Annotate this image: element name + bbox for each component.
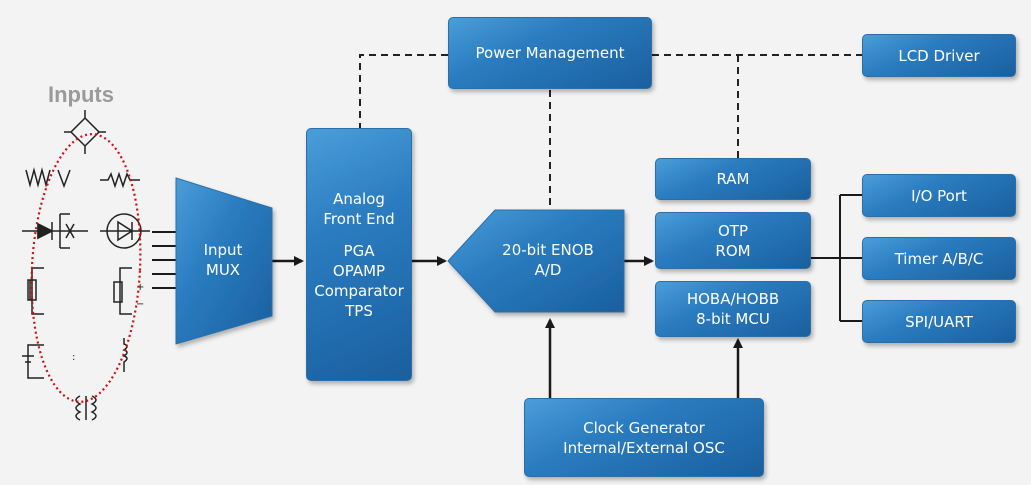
spi-uart-block: SPI/UART (862, 300, 1016, 343)
colon-mark: : (72, 352, 75, 363)
inputs-grouping-ellipse (30, 133, 142, 403)
ram-block: RAM (655, 158, 811, 200)
power-management-block: Power Management (448, 17, 652, 89)
bridge-sensor-icon (64, 110, 106, 154)
dashed-line-power-to-afe (359, 54, 448, 128)
ad-label: 20-bit ENOB A/D (478, 240, 618, 280)
resistor-icon (100, 171, 140, 189)
rom-label: ROM (715, 241, 751, 260)
afe-line-tps: TPS (345, 301, 373, 320)
battery-icon (22, 344, 44, 379)
afe-line-opamp: OPAMP (332, 261, 386, 280)
diode-icon (22, 213, 88, 249)
input-mux-block (175, 177, 273, 345)
ad-line-1: 20-bit ENOB (502, 241, 594, 259)
otp-label: OTP (717, 221, 748, 240)
afe-line-pga: PGA (343, 241, 375, 260)
mcu-line-1: HOBA/HOBB (686, 290, 780, 308)
timer-block: Timer A/B/C (862, 237, 1016, 280)
minus-sign: − (136, 299, 144, 310)
afe-line-1: Analog (333, 189, 385, 208)
bus-line-mcu-to-peripherals (811, 194, 862, 322)
spi-uart-label: SPI/UART (905, 312, 973, 331)
io-port-label: I/O Port (911, 186, 967, 205)
mcu-line-2: 8-bit MCU (696, 310, 770, 328)
ad-converter-block (447, 209, 625, 313)
lcd-driver-label: LCD Driver (898, 46, 980, 65)
dashed-power-lines (359, 54, 862, 210)
afe-line-2: Front End (323, 209, 395, 228)
timer-label: Timer A/B/C (894, 249, 984, 268)
mcu-block: HOBA/HOBB 8-bit MCU (655, 281, 811, 337)
clock-line-2: Internal/External OSC (563, 438, 725, 457)
afe-line-comparator: Comparator (314, 281, 404, 300)
clock-generator-block: Clock Generator Internal/External OSC (524, 398, 764, 477)
io-port-block: I/O Port (862, 174, 1016, 217)
ad-line-2: A/D (534, 261, 562, 279)
input-mux-line-1: Input (203, 241, 243, 259)
ram-label: RAM (716, 170, 750, 188)
mux-input-lines (152, 231, 176, 289)
input-sensor-symbols (22, 110, 150, 421)
power-management-label: Power Management (475, 44, 625, 62)
clock-line-1: Clock Generator (583, 418, 705, 437)
thermocouple-icon (25, 167, 71, 189)
transformer-icon (75, 395, 97, 421)
analog-front-end-block: Analog Front End PGA OPAMP Comparator TP… (306, 128, 412, 381)
rtd-icon (27, 267, 44, 315)
inductor-icon (122, 338, 128, 372)
rtd-bias-icon (113, 267, 132, 315)
input-mux-label: Input MUX (190, 240, 256, 280)
lcd-driver-block: LCD Driver (862, 34, 1016, 77)
connectors (152, 194, 862, 398)
otp-rom-block: OTP ROM (655, 212, 811, 269)
inputs-title: Inputs (48, 82, 114, 107)
input-mux-line-2: MUX (205, 261, 241, 279)
plus-sign: + (136, 282, 144, 293)
